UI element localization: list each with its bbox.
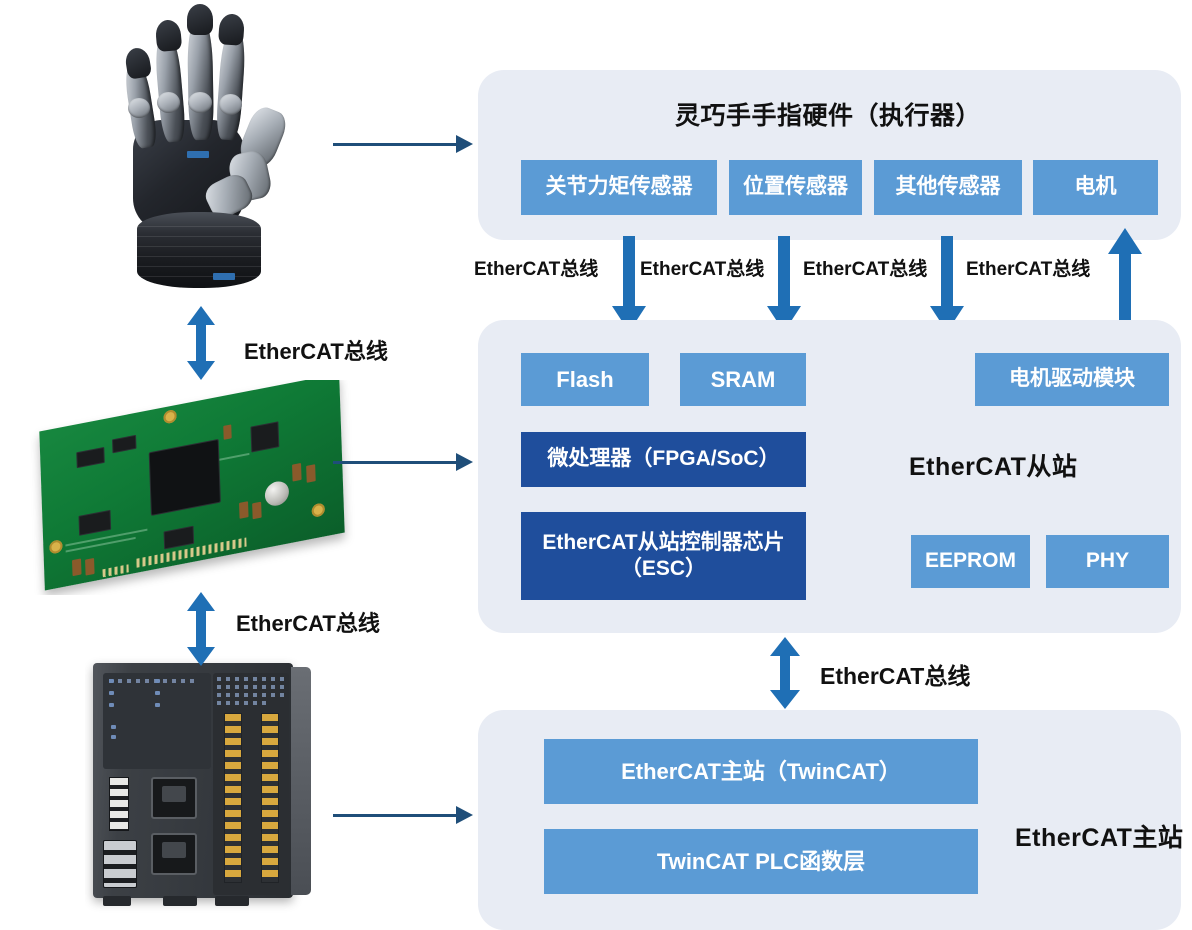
esc-chip-label-line1: EtherCAT从站控制器芯片 [542,530,785,554]
bus-label-sensor-2: EtherCAT总线 [640,259,765,280]
bus-label-sensor-3: EtherCAT总线 [803,259,928,280]
box-eeprom[interactable]: EEPROM [911,535,1030,588]
ethercat-port [151,833,197,875]
arrow-sensor1-down [612,236,646,332]
box-flash[interactable]: Flash [521,353,649,406]
box-position-sensor[interactable]: 位置传感器 [729,160,862,215]
esc-chip-label-line2: （ESC） [620,557,707,580]
arrow-hand-board-bidirectional [187,306,215,380]
arrow-plc-to-master-panel [333,805,473,825]
box-motor[interactable]: 电机 [1033,160,1158,215]
plc-module-photo [85,655,335,915]
box-motor-drive-module[interactable]: 电机驱动模块 [975,353,1169,406]
ethercat-slave-board-photo [30,380,360,595]
bus-label-sensor-4: EtherCAT总线 [966,259,1091,280]
box-esc-chip[interactable]: EtherCAT从站控制器芯片 （ESC） [521,512,806,600]
hand-brand-chip [187,151,209,158]
robotic-hand-photo [95,0,320,290]
arrow-motor-up [1108,228,1142,332]
box-ethercat-master-twincat[interactable]: EtherCAT主站（TwinCAT） [544,739,978,804]
bus-label-board-plc: EtherCAT总线 [236,611,380,636]
bus-label-hand-board: EtherCAT总线 [244,339,388,364]
arrow-board-to-slave-panel [333,452,473,472]
hand-base-brand-chip [213,273,235,280]
arrow-sensor2-down [767,236,801,332]
box-other-sensor[interactable]: 其他传感器 [874,160,1022,215]
bus-label-slave-master: EtherCAT总线 [820,663,971,689]
actuator-panel-title: 灵巧手手指硬件（执行器） [675,102,982,130]
arrow-sensor3-down [930,236,964,332]
arrow-slave-master-bidirectional [770,637,800,709]
arrow-board-plc-bidirectional [187,592,215,666]
ethernet-port [151,777,197,819]
bus-label-sensor-1: EtherCAT总线 [474,259,599,280]
box-microprocessor[interactable]: 微处理器（FPGA/SoC） [521,432,806,487]
box-phy[interactable]: PHY [1046,535,1169,588]
box-twincat-plc-function-layer[interactable]: TwinCAT PLC函数层 [544,829,978,894]
slave-panel-title: EtherCAT从站 [909,453,1078,481]
box-sram[interactable]: SRAM [680,353,806,406]
arrow-hand-to-actuator-panel [333,134,473,154]
box-joint-torque-sensor[interactable]: 关节力矩传感器 [521,160,717,215]
master-panel-title: EtherCAT主站 [1015,824,1184,852]
